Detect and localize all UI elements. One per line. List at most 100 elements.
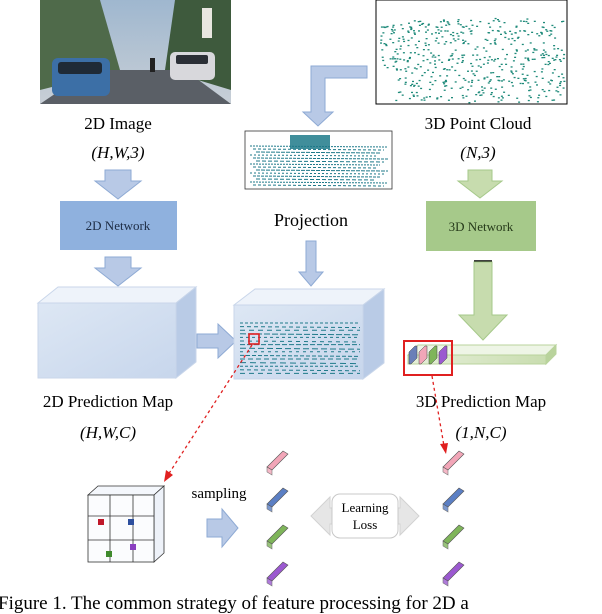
- point-cloud-dot: [473, 74, 476, 77]
- point-cloud-dot: [541, 89, 544, 91]
- point-cloud-dot: [454, 40, 457, 42]
- point-cloud-dot: [482, 47, 485, 49]
- point-cloud-dot: [501, 97, 504, 99]
- point-cloud-dot: [427, 69, 430, 71]
- point-cloud-dot: [510, 43, 513, 45]
- point-cloud-dot: [460, 31, 463, 33]
- point-cloud-dot: [434, 56, 437, 58]
- point-cloud-dot: [462, 32, 465, 34]
- point-cloud-dot: [541, 33, 543, 35]
- prediction-map-2d-shape: (H,W,C): [80, 423, 136, 442]
- point-cloud-dot: [459, 24, 462, 26]
- projection-stripe: [249, 181, 389, 184]
- sample-dot-blue: [128, 519, 134, 525]
- point-cloud-dot: [413, 67, 416, 69]
- point-cloud-dot: [448, 23, 451, 26]
- point-cloud-dot: [501, 86, 504, 88]
- point-cloud-dot: [415, 82, 418, 85]
- point-cloud-dot: [441, 36, 444, 38]
- point-cloud-dot: [521, 73, 524, 75]
- point-cloud-dot: [442, 81, 445, 83]
- point-cloud-dot: [479, 21, 482, 23]
- point-cloud-dot: [540, 32, 543, 34]
- point-cloud-dot: [411, 72, 414, 74]
- point-cloud-dot: [424, 42, 427, 44]
- feature-bar-2d: [266, 524, 289, 550]
- point-cloud-dot: [527, 34, 530, 36]
- point-cloud-dot: [526, 18, 529, 20]
- point-cloud-dot: [427, 49, 430, 51]
- point-cloud-dot: [431, 56, 434, 58]
- point-cloud-dot: [472, 54, 475, 56]
- projected-map-stripe: [239, 326, 361, 329]
- point-cloud-dot: [380, 35, 383, 37]
- point-cloud-dot: [547, 54, 550, 57]
- point-cloud-dot: [418, 79, 421, 82]
- feature-bar-face: [266, 450, 289, 471]
- point-cloud-dot: [486, 76, 489, 78]
- point-cloud-dot: [515, 70, 518, 72]
- point-cloud-dot: [483, 56, 486, 59]
- network-to-map2d-arrow: [93, 256, 143, 287]
- point-cloud-dot: [479, 94, 482, 96]
- point-cloud-dot: [497, 19, 499, 21]
- point-cloud-dot: [475, 59, 478, 61]
- point-cloud-dot: [486, 39, 489, 41]
- point-cloud-dot: [427, 23, 430, 25]
- point-cloud-dot: [477, 65, 480, 67]
- point-cloud-dot: [500, 95, 503, 97]
- point-cloud-dot: [399, 45, 402, 47]
- point-cloud-dot: [541, 53, 544, 55]
- point-cloud-dot: [463, 42, 465, 44]
- point-cloud-dot: [538, 94, 541, 96]
- point-cloud-dot: [462, 97, 465, 99]
- point-cloud-dot: [414, 33, 416, 35]
- point-cloud-dot: [392, 42, 395, 44]
- point-cloud-dot: [406, 61, 409, 63]
- point-cloud-dot: [405, 70, 408, 72]
- point-cloud-dot: [553, 99, 556, 101]
- point-cloud-dot: [458, 74, 461, 77]
- image-label: 2D Image: [84, 114, 152, 133]
- point-cloud-dot: [446, 75, 449, 77]
- point-cloud-dot: [477, 92, 480, 94]
- point-cloud-dot: [462, 39, 464, 41]
- point-cloud-dot: [481, 89, 484, 91]
- point-cloud-dot: [437, 54, 440, 57]
- point-cloud-dot: [476, 25, 479, 27]
- feature-bar-face: [442, 524, 465, 545]
- point-cloud-dot: [555, 90, 558, 92]
- feature-bar-face: [442, 450, 465, 471]
- point-cloud-dot: [493, 40, 496, 42]
- point-cloud-dot: [496, 30, 499, 32]
- point-cloud-dot: [459, 87, 462, 89]
- point-cloud-dot: [426, 58, 429, 61]
- point-cloud-dot: [452, 38, 455, 40]
- point-cloud-dot: [504, 36, 507, 39]
- point-cloud-dot: [527, 82, 530, 84]
- point-cloud-dot: [397, 79, 400, 81]
- point-cloud-dot: [511, 73, 514, 75]
- point-cloud-dot: [380, 42, 382, 44]
- point-cloud-dot: [422, 49, 425, 51]
- point-cloud-dot: [516, 50, 518, 52]
- point-cloud-dot: [524, 77, 527, 80]
- projection-stripe: [249, 145, 389, 148]
- point-cloud-dot: [494, 43, 497, 45]
- network-3d-box: 3D Network: [426, 201, 536, 251]
- point-cloud-dot: [490, 92, 493, 94]
- point-cloud-dot: [382, 26, 385, 28]
- point-cloud-dot: [446, 30, 449, 32]
- point-cloud-dot: [420, 87, 423, 90]
- point-cloud-dot: [529, 89, 532, 91]
- point-cloud-dot: [399, 91, 402, 93]
- point-cloud-dot: [527, 59, 530, 62]
- projection-stripe: [255, 151, 381, 154]
- point-cloud-dot: [533, 49, 536, 51]
- point-cloud-dot: [410, 37, 413, 39]
- point-cloud-dot: [404, 68, 407, 70]
- point-cloud-dot: [559, 94, 562, 96]
- point-cloud-dot: [522, 82, 524, 85]
- projection-stripe: [252, 166, 377, 169]
- point-cloud-dot: [404, 83, 407, 85]
